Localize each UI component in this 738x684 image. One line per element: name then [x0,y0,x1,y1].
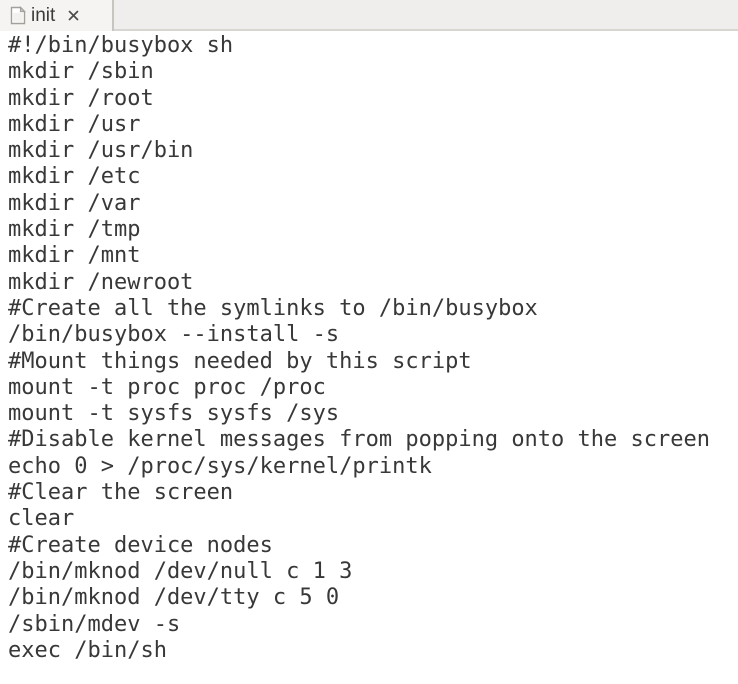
editor-area[interactable]: #!/bin/busybox sh mkdir /sbin mkdir /roo… [0,31,738,684]
tab-bar-empty-area [114,0,738,31]
close-icon [68,10,79,21]
tab-title: init [31,5,56,26]
tab-bar: init [0,0,738,31]
document-icon [10,6,26,25]
tab-init[interactable]: init [0,0,114,31]
tab-close-button[interactable] [65,8,81,24]
script-text[interactable]: #!/bin/busybox sh mkdir /sbin mkdir /roo… [8,33,710,663]
